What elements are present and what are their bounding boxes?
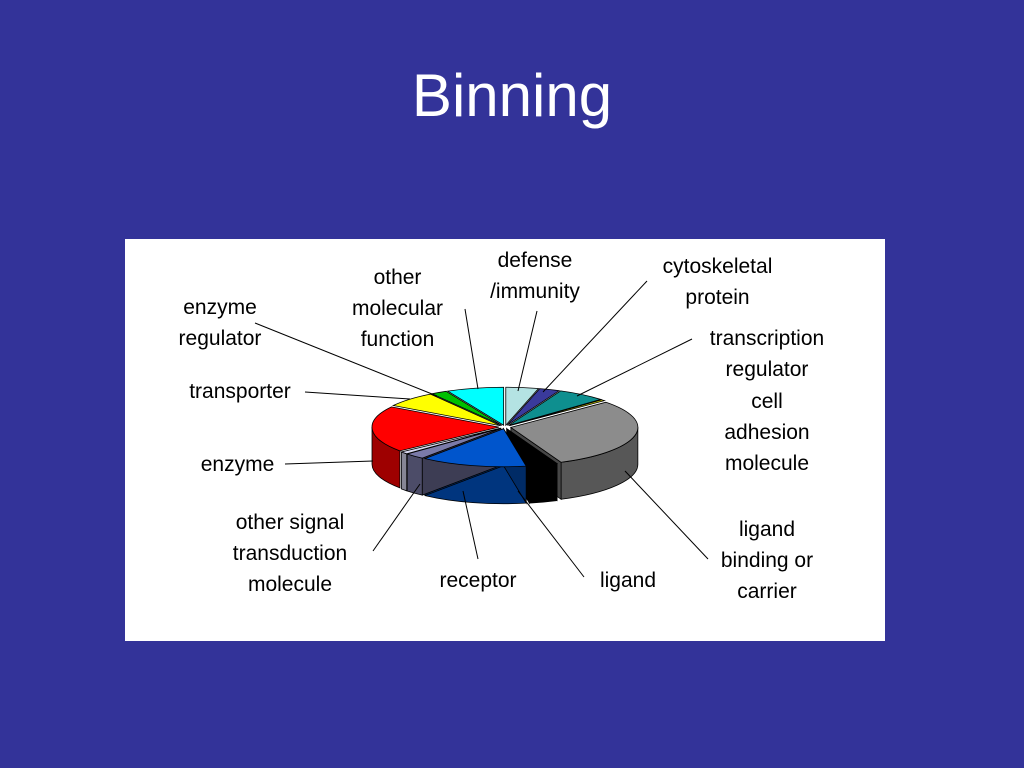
slice-label-enzyme: enzyme bbox=[200, 453, 275, 476]
slice-label-other-signal-transduction-molecule: other signal transduction molecule bbox=[232, 511, 348, 596]
leader-line-cytoskeletal-protein bbox=[542, 280, 648, 393]
pie-slice-receptor bbox=[423, 428, 527, 468]
leader-line-receptor bbox=[462, 490, 479, 560]
slice-label-other-molecular-function: other molecular function bbox=[351, 266, 444, 351]
leader-line-transporter bbox=[304, 391, 411, 400]
slice-label-cell-adhesion-molecule: cell adhesion molecule bbox=[724, 390, 810, 475]
chart-panel: defense /immunity cytoskeletal protein tra… bbox=[125, 239, 885, 641]
leader-line-ligand-binding-or-carrier bbox=[624, 470, 709, 560]
slice-label-defense-immunity: defense /immunity bbox=[490, 249, 580, 303]
slice-label-ligand-binding-or-carrier: ligand binding or carrier bbox=[720, 518, 814, 603]
pie-side-unlabeled-8 bbox=[400, 451, 408, 492]
leader-line-enzyme-regulator bbox=[254, 322, 438, 397]
slice-label-ligand: ligand bbox=[599, 569, 657, 592]
leader-line-other-molecular-function bbox=[464, 308, 479, 390]
leader-line-ligand bbox=[517, 490, 585, 578]
leader-line-defense-immunity bbox=[517, 310, 538, 392]
pie-chart bbox=[254, 280, 709, 578]
pie-slice-enzyme bbox=[371, 406, 500, 452]
slide-title: Binning bbox=[411, 62, 613, 129]
slice-label-cytoskeletal-protein: cytoskeletal protein bbox=[662, 255, 773, 309]
slice-label-transporter: transporter bbox=[189, 380, 291, 403]
leader-line-enzyme bbox=[284, 460, 374, 465]
slice-label-receptor: receptor bbox=[439, 569, 517, 592]
slice-label-enzyme-regulator: enzyme regulator bbox=[178, 296, 262, 350]
pie-slice-cytoskeletal-protein bbox=[506, 388, 561, 426]
pie-slice-defense-immunity bbox=[505, 386, 540, 427]
slice-label-transcription-regulator: transcription regulator bbox=[709, 327, 825, 381]
pie-slice-ligand-binding-or-carrier bbox=[509, 401, 639, 463]
leader-line-other-signal-transduction-molecule bbox=[372, 483, 421, 552]
pie-slice-ligand bbox=[506, 428, 559, 467]
pie-side-other-signal-transduction-molecule bbox=[406, 453, 423, 496]
pie-slice-cell-adhesion-molecule bbox=[509, 399, 606, 427]
pie-slice-transcription-regulator bbox=[508, 390, 603, 426]
pie-slice-other-molecular-function bbox=[446, 386, 505, 426]
leader-line-transcription-regulator bbox=[576, 338, 693, 397]
pie-slice-unlabeled-8 bbox=[399, 427, 501, 455]
